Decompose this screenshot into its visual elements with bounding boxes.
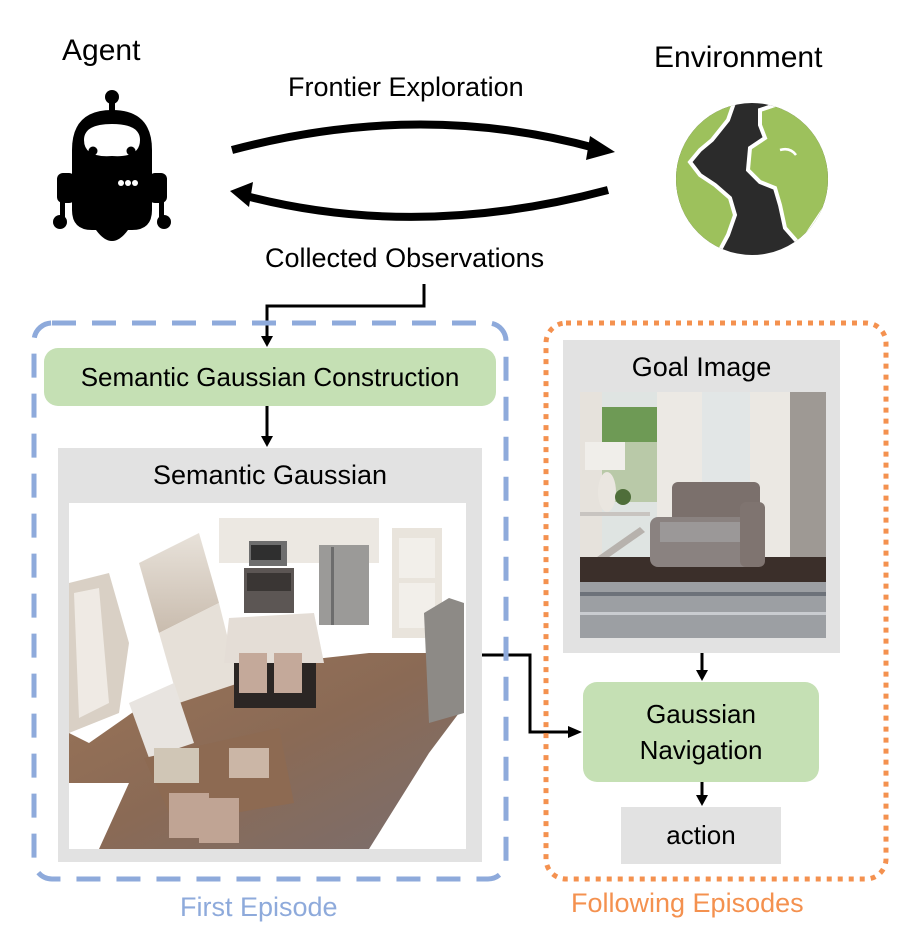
observations-to-construction-line (265, 284, 426, 338)
agent-title: Agent (62, 34, 141, 67)
goal-image-title: Goal Image (631, 352, 772, 382)
frontier-exploration-arrow (230, 120, 597, 154)
following-episodes-caption: Following Episodes (571, 888, 804, 918)
gaussian-arrowhead (261, 436, 273, 447)
collected-observations-label: Collected Observations (265, 243, 545, 273)
frontier-exploration-label: Frontier Exploration (288, 72, 524, 102)
construction-arrowhead (261, 336, 273, 347)
gaussian-to-navigation-line (482, 653, 570, 734)
goal-image-panel: Goal Image (563, 340, 840, 653)
gaussian-navigation-label-line-1: Gaussian (646, 699, 756, 729)
first-episode-caption: First Episode (180, 892, 338, 922)
collected-arrowhead (230, 182, 253, 207)
action-label: action (666, 820, 736, 850)
navigation-arrowhead (568, 726, 582, 738)
action-box: action (621, 807, 781, 864)
action-arrowhead (696, 795, 708, 806)
semantic-gaussian-reconstruction-image (69, 503, 466, 849)
gaussian-navigation-label-line-2: Navigation (639, 735, 763, 765)
collected-observations-arrow (249, 186, 610, 221)
navigation-top-arrowhead (696, 670, 708, 681)
goal-image-photo (580, 392, 826, 638)
semantic-gaussian-panel: Semantic Gaussian (58, 448, 482, 862)
frontier-arrowhead (586, 136, 615, 160)
semantic-gaussian-construction-label: Semantic Gaussian Construction (80, 362, 460, 392)
environment-title: Environment (654, 41, 823, 74)
semantic-gaussian-title: Semantic Gaussian (152, 460, 388, 490)
semantic-gaussian-construction-box: Semantic Gaussian Construction (44, 348, 496, 406)
gaussian-navigation-box: Gaussian Navigation (583, 682, 819, 782)
